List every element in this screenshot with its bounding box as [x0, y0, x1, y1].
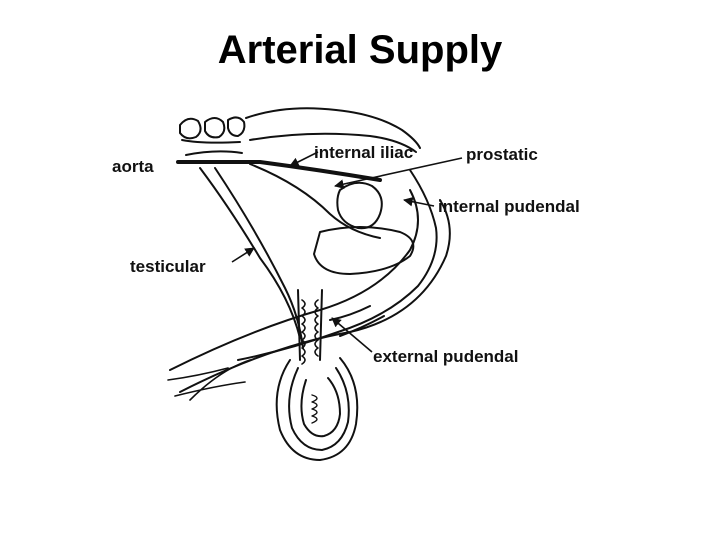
pampiniform-plexus [301, 299, 319, 365]
arrow-internal-iliac [289, 151, 319, 167]
arrow-external-pudendal [331, 317, 373, 353]
arrow-prostatic [334, 157, 463, 189]
label-external-pudendal: external pudendal [373, 347, 518, 366]
penis-body-lower [179, 199, 451, 393]
testicular-vessel [199, 167, 301, 339]
internal-iliac-vessel [249, 163, 381, 239]
limb-outline [167, 359, 251, 401]
label-aorta: aorta [112, 157, 154, 176]
scrotum-outer [275, 357, 359, 461]
sacrum-outline [245, 107, 421, 153]
pointer-arrows [231, 151, 463, 353]
scrotum-middle [288, 367, 350, 451]
prostate-gland [336, 181, 383, 230]
label-testicular: testicular [130, 257, 206, 276]
aorta-vessel [176, 160, 382, 182]
spermatic-cord-right [319, 289, 323, 361]
arrow-internal-pudendal [403, 196, 435, 207]
label-prostatic: prostatic [466, 145, 538, 164]
slide-title: Arterial Supply [217, 28, 503, 72]
label-internal-pudendal: internal pudendal [438, 197, 580, 216]
spermatic-cord-left [297, 289, 301, 361]
penis-body-upper [169, 189, 419, 371]
label-internal-iliac: internal iliac [314, 143, 413, 162]
epididymis-coil [311, 394, 318, 424]
testis [300, 377, 341, 438]
arrow-testicular [231, 247, 255, 263]
vertebrae [179, 116, 246, 156]
bladder [313, 226, 415, 275]
